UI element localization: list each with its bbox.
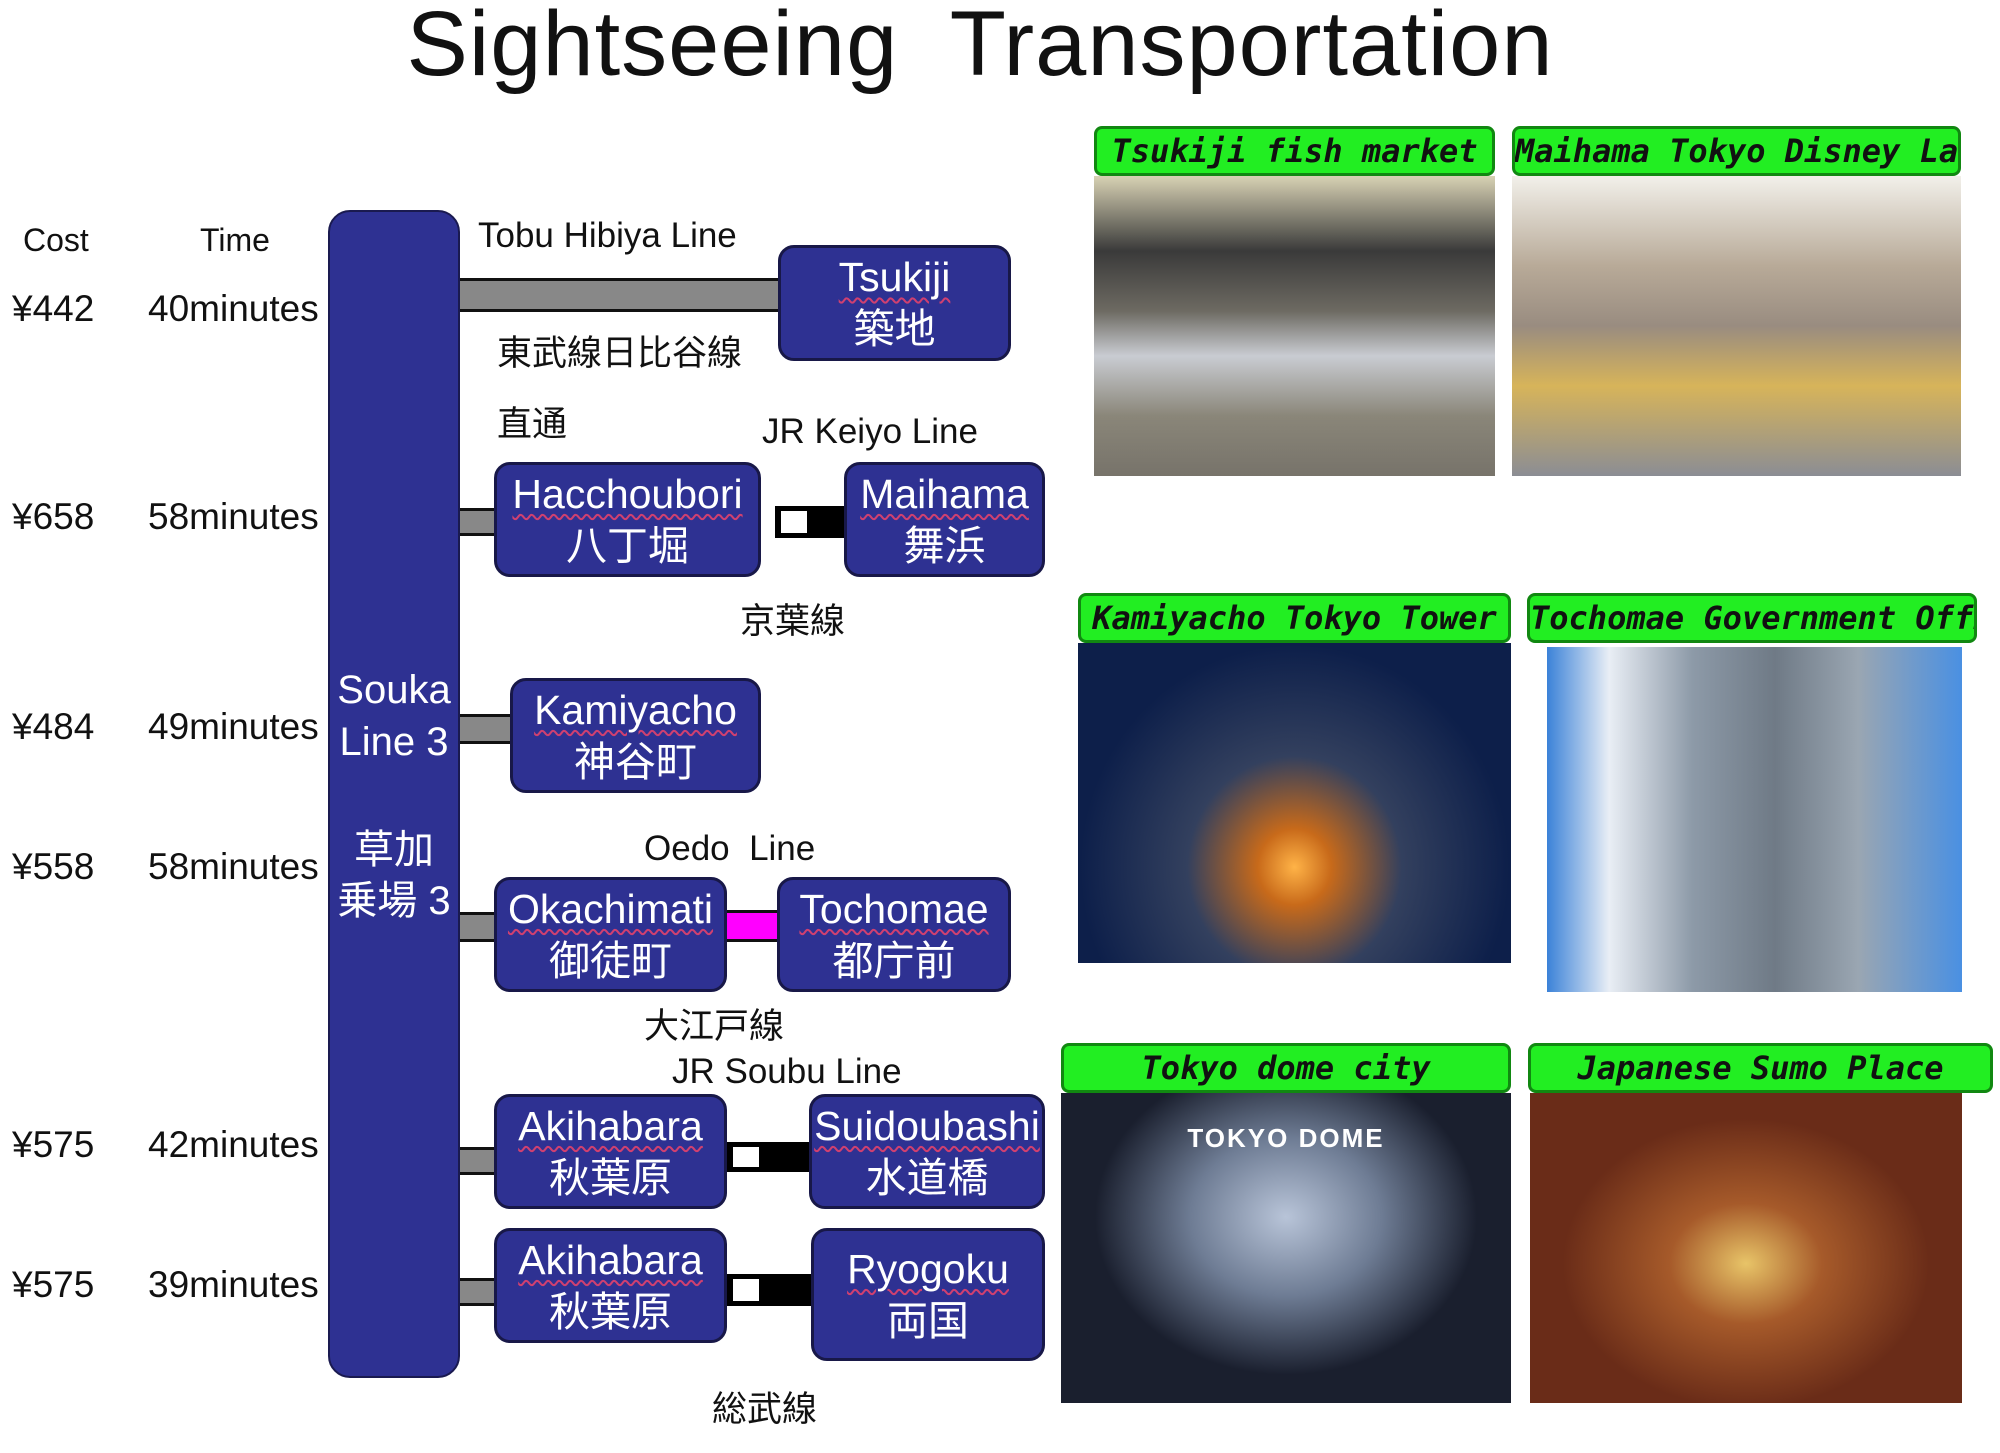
route-cost: ¥575 <box>12 1264 95 1305</box>
station-name-en: Akihabara <box>518 1236 703 1283</box>
soubu-line-ja-label: 総武線 <box>712 1390 818 1429</box>
oedo-line-connector <box>727 910 779 942</box>
oedo-line-label: Oedo Line <box>644 829 816 868</box>
route-cost: ¥442 <box>12 288 95 329</box>
station-name-ja: 神谷町 <box>574 738 697 785</box>
station-name-en: Okachimati <box>507 885 714 932</box>
tokyo-tower-photo <box>1078 643 1511 963</box>
station-name-ja: 築地 <box>853 306 936 352</box>
tsukiji-fish-market-photo <box>1094 176 1495 476</box>
station-name-ja: 秋葉原 <box>549 1154 672 1201</box>
route-time: 39minutes <box>148 1264 319 1305</box>
sight-label-tokyo-tower: Kamiyacho Tokyo Tower <box>1078 593 1511 643</box>
connector <box>460 1278 496 1306</box>
government-office-photo <box>1547 647 1962 992</box>
station-name-en: Hacchoubori <box>512 470 743 517</box>
route-cost: ¥575 <box>12 1124 95 1165</box>
station-name-en: Tsukiji <box>838 254 951 300</box>
route-time: 42minutes <box>148 1124 319 1165</box>
origin-ja-line1: 草加 <box>354 828 434 872</box>
station-ryogoku: Ryogoku 両国 <box>811 1228 1045 1361</box>
sight-label-tsukiji: Tsukiji fish market <box>1094 126 1495 176</box>
station-name-ja: 舞浜 <box>903 522 986 569</box>
station-kamiyacho: Kamiyacho 神谷町 <box>510 678 761 793</box>
route-time: 58minutes <box>148 496 319 537</box>
station-name-en: Suidoubashi <box>814 1102 1040 1149</box>
connector <box>460 508 496 536</box>
time-header: Time <box>200 222 270 258</box>
disney-land-photo <box>1512 176 1961 476</box>
sumo-place-photo <box>1530 1093 1962 1403</box>
page-title: Sightseeing Transportation <box>406 0 1554 95</box>
station-tochomae: Tochomae 都庁前 <box>777 877 1011 992</box>
connector <box>460 714 512 744</box>
station-akihabara: Akihabara 秋葉原 <box>494 1228 727 1343</box>
station-name-ja: 都庁前 <box>832 937 956 984</box>
keiyo-line-ja-label: 京葉線 <box>740 602 846 641</box>
station-name-ja: 八丁堀 <box>566 522 689 569</box>
keiyo-line-connector <box>775 506 846 538</box>
station-name-ja: 御徒町 <box>549 937 672 984</box>
sight-label-disney: Maihama Tokyo Disney Land <box>1512 126 1961 176</box>
station-tsukiji: Tsukiji 築地 <box>778 245 1011 361</box>
station-name-ja: 水道橋 <box>865 1154 989 1201</box>
route-cost: ¥484 <box>12 706 95 747</box>
direct-label: 直通 <box>497 405 568 444</box>
station-name-ja: 秋葉原 <box>549 1288 672 1335</box>
tokyo-dome-photo: TOKYO DOME <box>1061 1093 1511 1403</box>
soubu-line-label: JR Soubu Line <box>672 1052 902 1091</box>
origin-station-bar <box>328 210 460 1378</box>
tobu-line-connector <box>460 278 780 312</box>
route-time: 58minutes <box>148 846 319 887</box>
dome-sign: TOKYO DOME <box>1187 1123 1385 1153</box>
sight-label-tokyo-dome: Tokyo dome city <box>1061 1043 1511 1093</box>
station-name-en: Akihabara <box>518 1102 703 1149</box>
connector <box>460 1147 496 1175</box>
station-name-en: Tochomae <box>799 885 989 932</box>
soubu-line-connector <box>727 1142 811 1172</box>
oedo-line-ja-label: 大江戸線 <box>644 1007 785 1046</box>
station-name-en: Ryogoku <box>847 1245 1009 1292</box>
route-time: 40minutes <box>148 288 319 329</box>
origin-en-line1: Souka <box>337 668 451 712</box>
station-name-en: Maihama <box>860 470 1029 517</box>
station-name-ja: 両国 <box>887 1297 969 1344</box>
origin-en-line2: Line 3 <box>339 720 449 764</box>
station-maihama: Maihama 舞浜 <box>844 462 1045 577</box>
station-name-en: Kamiyacho <box>534 686 737 733</box>
origin-ja-line2: 乗場 3 <box>337 879 451 923</box>
tobu-line-ja-label: 東武線日比谷線 <box>497 334 743 373</box>
station-akihabara: Akihabara 秋葉原 <box>494 1094 727 1209</box>
soubu-line-connector <box>727 1274 813 1306</box>
tobu-line-label: Tobu Hibiya Line <box>478 216 737 255</box>
route-time: 49minutes <box>148 706 319 747</box>
route-cost: ¥558 <box>12 846 95 887</box>
station-okachimati: Okachimati 御徒町 <box>494 877 727 992</box>
keiyo-line-label: JR Keiyo Line <box>762 412 978 451</box>
cost-header: Cost <box>23 222 89 258</box>
sight-label-government-office: Tochomae Government Office <box>1527 593 1977 643</box>
connector <box>460 912 496 942</box>
sight-label-sumo: Japanese Sumo Place <box>1528 1043 1993 1093</box>
route-cost: ¥658 <box>12 496 95 537</box>
station-suidoubashi: Suidoubashi 水道橋 <box>809 1094 1045 1209</box>
station-hacchoubori: Hacchoubori 八丁堀 <box>494 462 761 577</box>
